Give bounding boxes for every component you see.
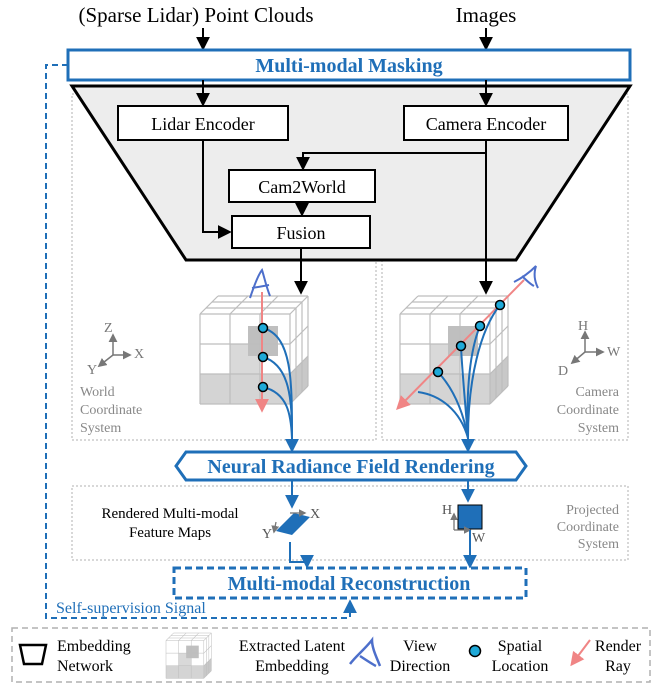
plane-axes [271, 509, 307, 534]
camera-axis-w: W [607, 345, 621, 360]
nerf-rendering-box [174, 450, 528, 482]
legend-render-ray-icon [570, 639, 591, 667]
camera-axis-d: D [558, 364, 568, 379]
square-axis-w: W [472, 531, 486, 546]
world-spatial-point [257, 381, 269, 393]
camera-encoder-label: Camera Encoder [426, 114, 546, 134]
legend-render-ray-line1: Render [595, 638, 642, 655]
world-axis-y: Y [87, 363, 97, 378]
projected-system-line3: System [578, 537, 619, 552]
projected-system-line2: Coordinate [557, 520, 619, 535]
legend-spatial-location-line2: Location [492, 658, 549, 675]
legend-box [11, 627, 651, 683]
reconstruction-box [172, 566, 528, 600]
reconstruction-label: Multi-modal Reconstruction [228, 573, 471, 595]
self-supervision-loop [45, 64, 357, 619]
legend-view-direction-icon [349, 636, 382, 668]
camera-spatial-point [455, 340, 467, 352]
camera-axis-h: H [578, 319, 588, 334]
self-supervision-label: Self-supervision Signal [56, 600, 206, 617]
world-system-line1: World [80, 385, 115, 400]
plane-axis-x: X [310, 507, 320, 522]
camera-spatial-point [494, 299, 506, 311]
legend-embedding-network-line1: Embedding [57, 638, 131, 655]
legend-embedding-network-line2: Network [57, 658, 113, 675]
world-view-direction-icon [249, 267, 271, 299]
projected-system-line1: Projected [566, 503, 619, 518]
projected-panel [71, 485, 629, 561]
legend-spatial-location-icon [468, 644, 482, 658]
legend-render-ray-line2: Ray [605, 658, 631, 675]
world-axis-x: X [134, 347, 144, 362]
feature-maps-line1: Rendered Multi-modal [101, 506, 238, 522]
legend-embedding-network-icon [18, 643, 48, 666]
camera-system-line1: Camera [575, 385, 619, 400]
fusion-label: Fusion [276, 223, 325, 243]
fusion-box [231, 215, 371, 249]
world-axis-z: Z [104, 321, 113, 336]
camera-spatial-point [432, 366, 444, 378]
feature-maps-line2: Feature Maps [129, 525, 211, 541]
legend-latent-embedding-line1: Extracted Latent [239, 638, 346, 655]
square-axis-h: H [442, 503, 452, 518]
masking-label: Multi-modal Masking [255, 55, 442, 77]
lidar-encoder-box [117, 105, 289, 141]
nerf-rendering-label: Neural Radiance Field Rendering [207, 456, 494, 478]
world-axes [97, 333, 132, 368]
images-label: Images [456, 3, 517, 27]
world-spatial-point [257, 351, 269, 363]
legend-spatial-location-line1: Spatial [498, 638, 543, 655]
legend-latent-embedding-icon [165, 632, 212, 679]
world-system-line2: Coordinate [80, 403, 142, 418]
lidar-encoder-label: Lidar Encoder [151, 114, 254, 134]
camera-system-line3: System [578, 421, 619, 436]
camera-system-line2: Coordinate [557, 403, 619, 418]
cam2world-box [228, 169, 376, 203]
camera-encoder-box [403, 105, 569, 141]
world-system-line3: System [80, 421, 121, 436]
camera-axes [570, 330, 605, 365]
point-clouds-label: (Sparse Lidar) Point Clouds [78, 3, 313, 27]
square-axes [450, 512, 472, 534]
camera-spatial-point [474, 320, 486, 332]
lidar-to-fusion-arrow [202, 140, 232, 239]
camera-view-direction-icon [513, 265, 539, 289]
world-map-to-reconstruction-arrow [289, 542, 314, 569]
cam2world-label: Cam2World [258, 177, 346, 197]
legend-latent-embedding-line2: Embedding [255, 658, 329, 675]
plane-axis-y: Y [262, 527, 272, 542]
world-spatial-point [257, 322, 269, 334]
camera-feature-map-square [457, 504, 483, 530]
world-feature-map-plane [276, 513, 310, 535]
legend-view-direction-line2: Direction [390, 658, 450, 675]
legend-view-direction-line1: View [403, 638, 437, 655]
